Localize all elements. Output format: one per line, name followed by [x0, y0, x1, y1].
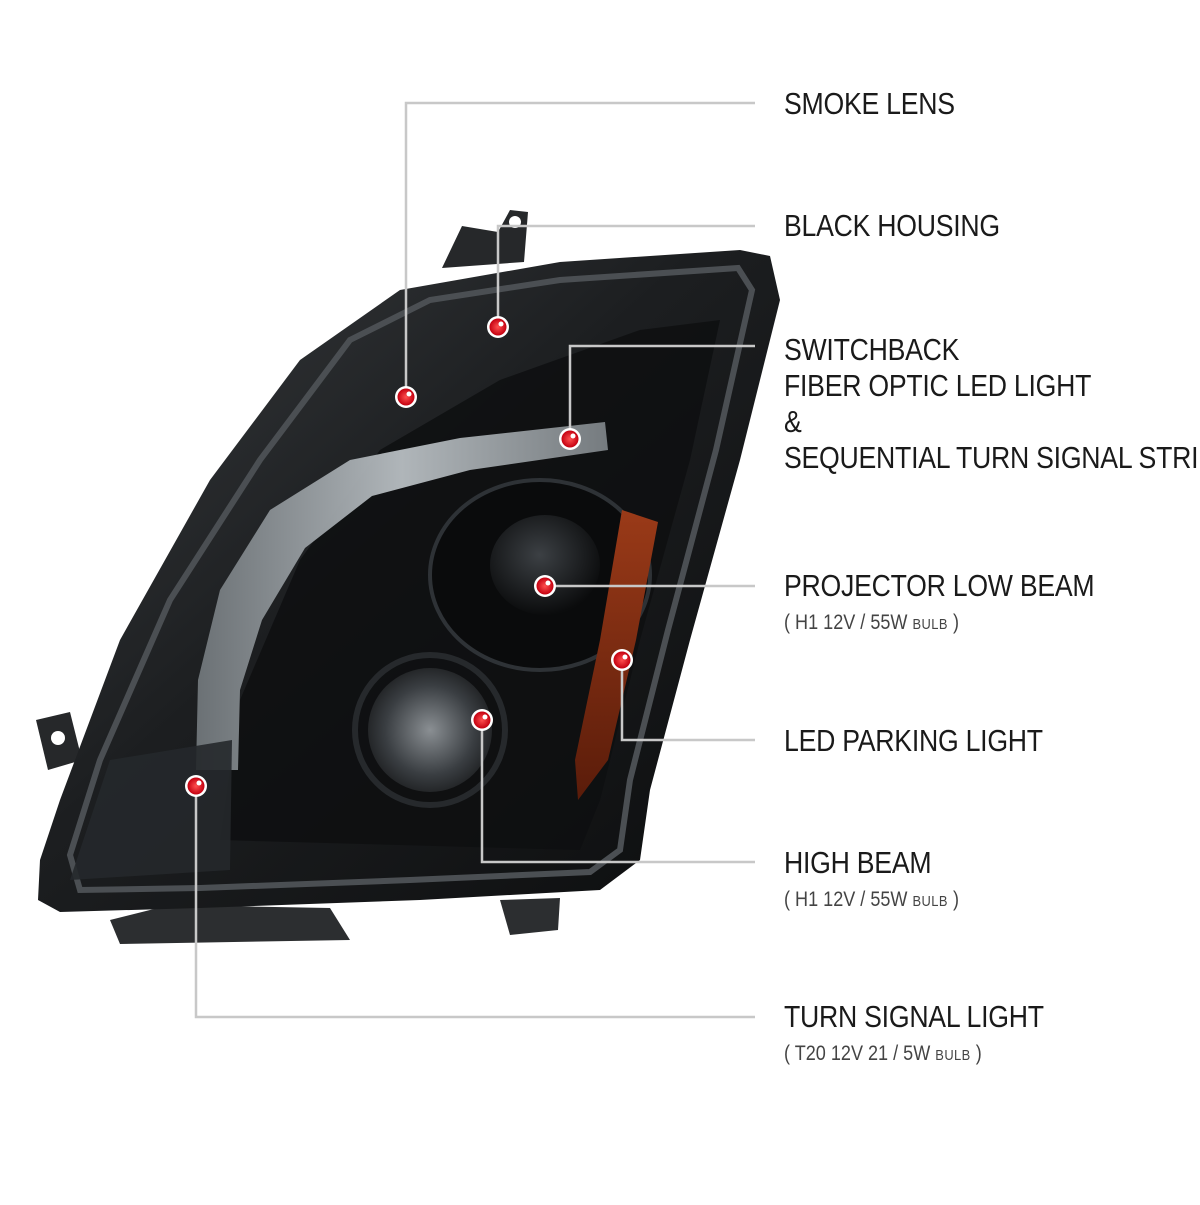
spec-value: H1 12V / 55W [795, 888, 908, 911]
label-turn-signal-light: TURN SIGNAL LIGHT [784, 999, 1044, 1035]
high-beam-reflector [368, 668, 492, 792]
leader-parking [620, 660, 755, 742]
spec-paren-close: ) [952, 888, 959, 911]
spec-paren-close: ) [952, 611, 959, 634]
spec-unit: BULB [912, 616, 948, 633]
spec-projector-low-beam: ( H1 12V / 55W BULB ) [784, 611, 959, 637]
marker-parking [611, 649, 633, 671]
marker-high-beam [471, 709, 493, 731]
label-line: SEQUENTIAL TURN SIGNAL STRIP [784, 440, 1200, 475]
mounting-tabs [36, 210, 560, 944]
marker-smoke-lens [395, 386, 417, 408]
label-smoke-lens: SMOKE LENS [784, 86, 955, 122]
spec-value: H1 12V / 55W [795, 611, 908, 634]
label-switchback: SWITCHBACK FIBER OPTIC LED LIGHT & SEQUE… [784, 332, 1200, 476]
spec-paren-open: ( [784, 888, 791, 911]
turn-signal-corner [70, 740, 232, 880]
switchback-led-strip [196, 422, 608, 770]
label-line: TURN SIGNAL LIGHT [784, 999, 1044, 1034]
smoke-lens-edge [66, 264, 756, 894]
label-line: SWITCHBACK [784, 332, 960, 367]
spec-value: T20 12V 21 / 5W [794, 1042, 931, 1065]
leader-lines [194, 101, 755, 1019]
marker-black-housing [487, 316, 509, 338]
label-led-parking-light: LED PARKING LIGHT [784, 723, 1043, 759]
leader-high-beam [480, 720, 755, 864]
projector-lens [490, 515, 600, 615]
label-line: & [784, 404, 802, 439]
leader-switchback [568, 344, 755, 439]
label-high-beam: HIGH BEAM [784, 845, 932, 881]
spec-paren-open: ( [784, 1042, 791, 1065]
label-black-housing: BLACK HOUSING [784, 208, 1000, 244]
bottom-right-tab [500, 898, 560, 935]
spec-paren-close: ) [975, 1042, 982, 1065]
top-mount-tab [442, 210, 528, 268]
marker-switchback [559, 428, 581, 450]
marker-turn-signal [185, 775, 207, 797]
label-projector-low-beam: PROJECTOR LOW BEAM [784, 568, 1095, 604]
label-line: SMOKE LENS [784, 86, 955, 121]
label-line: LED PARKING LIGHT [784, 723, 1043, 758]
spec-unit: BULB [935, 1047, 971, 1064]
label-line: FIBER OPTIC LED LIGHT [784, 368, 1092, 403]
spec-high-beam: ( H1 12V / 55W BULB ) [784, 888, 959, 914]
leader-black-housing [496, 224, 755, 327]
label-line: PROJECTOR LOW BEAM [784, 568, 1095, 603]
label-line: BLACK HOUSING [784, 208, 1000, 243]
leader-smoke-lens [404, 101, 755, 397]
label-line: HIGH BEAM [784, 845, 932, 880]
leader-turn-signal [194, 786, 755, 1019]
callout-markers [185, 316, 633, 797]
bottom-mount-tab [110, 905, 350, 944]
spec-unit: BULB [912, 893, 948, 910]
marker-projector [534, 575, 556, 597]
spec-turn-signal-light: ( T20 12V 21 / 5W BULB ) [784, 1042, 982, 1068]
spec-paren-open: ( [784, 611, 791, 634]
